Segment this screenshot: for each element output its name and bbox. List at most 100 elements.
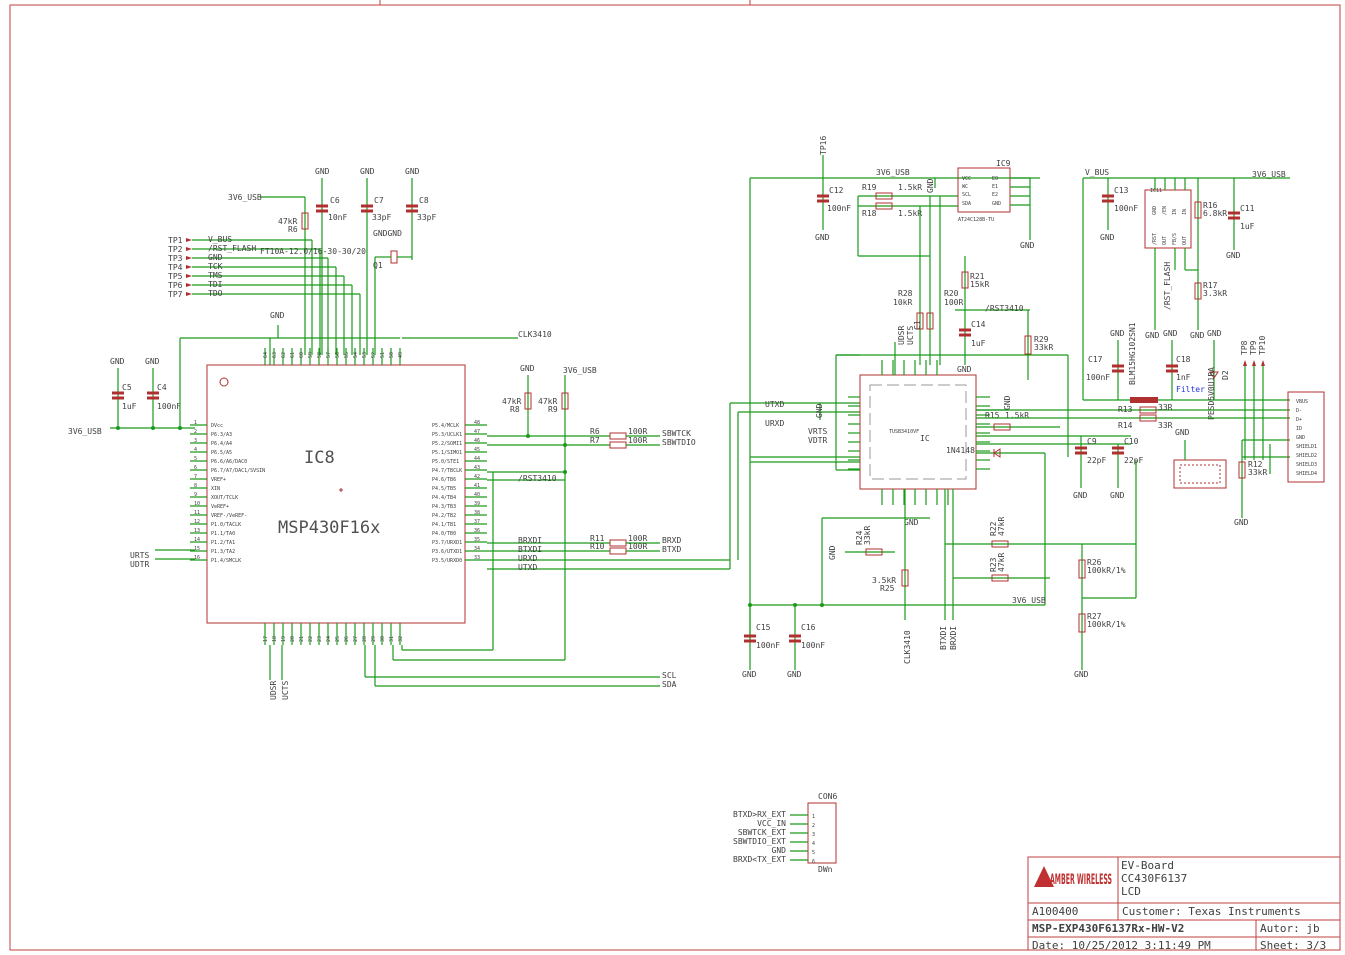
usb-pin-label: SHIELD3 bbox=[1296, 462, 1317, 468]
svg-text:PESD5V0U1BA: PESD5V0U1BA bbox=[1207, 367, 1216, 420]
l2-ferrite bbox=[1130, 397, 1158, 403]
svg-text:47kR: 47kR bbox=[278, 217, 297, 226]
pin-number: 53 bbox=[362, 352, 368, 358]
svg-text:3V6_USB: 3V6_USB bbox=[228, 193, 262, 202]
svg-text:R16: R16 bbox=[1203, 201, 1218, 210]
test-point-right: TP8 bbox=[1240, 340, 1249, 355]
c4-capacitor: GND C4 100nF bbox=[145, 357, 181, 428]
svg-text:GND: GND bbox=[815, 403, 824, 418]
test-point-7: TP7 bbox=[168, 290, 183, 299]
net-3v6-usb-bottom: 3V6_USB bbox=[1012, 596, 1046, 605]
pin-number: 25 bbox=[335, 636, 341, 642]
svg-text:UTXD: UTXD bbox=[518, 563, 537, 572]
pin-number: 17 bbox=[263, 636, 269, 642]
svg-text:1N4148: 1N4148 bbox=[946, 446, 975, 455]
svg-text:FT10A-12.0/16-30-30/20: FT10A-12.0/16-30-30/20 bbox=[260, 247, 366, 256]
tusb3410-ic10: TUSB3410VF IC bbox=[848, 360, 990, 505]
svg-text:100nF: 100nF bbox=[756, 641, 780, 650]
pin-label: P4.3/TB3 bbox=[432, 504, 456, 510]
svg-text:47kR: 47kR bbox=[538, 397, 557, 406]
svg-text:R12: R12 bbox=[1248, 460, 1263, 469]
svg-text:IC9: IC9 bbox=[996, 159, 1011, 168]
crystal-q1: GNDGND FT10A-12.0/16-30-30/20 Q1 bbox=[260, 229, 412, 355]
net-rst3410-mcu: /RST3410 bbox=[518, 474, 557, 483]
filter-label: Filter bbox=[1176, 385, 1205, 394]
pin-label: P6.4/A4 bbox=[211, 441, 232, 447]
svg-text:R28: R28 bbox=[898, 289, 913, 298]
pin-number: 13 bbox=[194, 528, 200, 534]
net-sda: SDA bbox=[662, 680, 677, 689]
pin-label: P6.3/A3 bbox=[211, 432, 232, 438]
svg-text:47kR: 47kR bbox=[502, 397, 521, 406]
jtag-net-label: TMS bbox=[208, 271, 223, 280]
svg-text:GND: GND bbox=[1073, 491, 1088, 500]
jtag-net-label: GND bbox=[208, 253, 223, 262]
pin-number: 10 bbox=[194, 501, 200, 507]
pin-label: P4.0/TB0 bbox=[432, 531, 456, 537]
svg-text:BRXDI: BRXDI bbox=[949, 626, 958, 650]
svg-text:R6: R6 bbox=[590, 427, 600, 436]
pin-label: P5.4/MCLK bbox=[432, 423, 459, 429]
svg-text:DWn: DWn bbox=[818, 865, 833, 874]
svg-text:UCTS: UCTS bbox=[906, 326, 915, 345]
net-3v6-usb-left: 3V6_USB bbox=[68, 427, 102, 436]
pin-number: 56 bbox=[335, 352, 341, 358]
svg-text:33pF: 33pF bbox=[417, 213, 436, 222]
pin-number: 60 bbox=[299, 352, 305, 358]
c16-capacitor: C16 100nF GND bbox=[787, 605, 825, 679]
pin-number: 52 bbox=[371, 352, 377, 358]
pin-number: 2 bbox=[194, 429, 197, 435]
svg-text:BLM15HG102SN1: BLM15HG102SN1 bbox=[1128, 322, 1137, 385]
pin-number: 8 bbox=[194, 483, 197, 489]
pin-number: 23 bbox=[317, 636, 323, 642]
svg-text:UDSR: UDSR bbox=[897, 326, 906, 345]
pin-number: 38 bbox=[474, 510, 480, 516]
test-point-right: TP9 bbox=[1249, 340, 1258, 355]
net-udtr: UDTR bbox=[130, 560, 149, 569]
pin-number: 41 bbox=[474, 483, 480, 489]
svg-text:R18: R18 bbox=[862, 209, 877, 218]
svg-text:BTXDI: BTXDI bbox=[518, 545, 542, 554]
con6-net-label: BTXD>RX_EXT bbox=[733, 810, 786, 819]
jtag-net-label: TCK bbox=[208, 262, 223, 271]
pin-label: P5.0/STE1 bbox=[432, 459, 459, 465]
svg-text:Q1: Q1 bbox=[373, 261, 383, 270]
pin-number: 5 bbox=[194, 456, 197, 462]
pin-label: VREF+ bbox=[211, 477, 226, 483]
pin-label: P5.3/UCLK1 bbox=[432, 432, 462, 438]
pin-number: 47 bbox=[474, 429, 480, 435]
svg-text:22pF: 22pF bbox=[1124, 456, 1143, 465]
c12-capacitor: C12 100nF GND bbox=[815, 186, 851, 242]
svg-text:C16: C16 bbox=[801, 623, 816, 632]
svg-text:GND: GND bbox=[957, 365, 972, 374]
net-brxd: BRXD bbox=[662, 536, 681, 545]
svg-text:GND: GND bbox=[1074, 670, 1089, 679]
svg-text:GND: GND bbox=[1003, 395, 1012, 410]
mcu-right-pins: 48P5.4/MCLK47P5.3/UCLK146P5.2/SOMI145P5.… bbox=[432, 420, 487, 564]
pin-number: 44 bbox=[474, 456, 480, 462]
pin-number: 39 bbox=[474, 501, 480, 507]
svg-text:6.8kR: 6.8kR bbox=[1203, 209, 1227, 218]
svg-text:GND: GND bbox=[110, 357, 125, 366]
svg-text:3.5kR: 3.5kR bbox=[872, 576, 896, 585]
svg-text:100nF: 100nF bbox=[801, 641, 825, 650]
svg-text:R11: R11 bbox=[590, 534, 605, 543]
svg-text:3: 3 bbox=[812, 832, 815, 838]
pin-number: 14 bbox=[194, 537, 200, 543]
test-point-right: TP10 bbox=[1258, 336, 1267, 355]
test-point-4: TP4 bbox=[168, 263, 183, 272]
r8-resistor: GND 47kR R8 bbox=[502, 364, 535, 436]
pin-number: 62 bbox=[281, 352, 287, 358]
pin-number: 57 bbox=[326, 352, 332, 358]
pin-number: 51 bbox=[380, 352, 386, 358]
svg-text:TUSB3410VF: TUSB3410VF bbox=[889, 429, 919, 435]
c5-capacitor: GND C5 1uF bbox=[110, 357, 137, 428]
svg-text:R6: R6 bbox=[288, 225, 298, 234]
svg-text:1uF: 1uF bbox=[1240, 222, 1255, 231]
svg-text:C1: C1 bbox=[913, 320, 922, 330]
pin-number: 6 bbox=[194, 465, 197, 471]
pin-label: P4.6/TB6 bbox=[432, 477, 456, 483]
pin-label: P6.5/A5 bbox=[211, 450, 232, 456]
